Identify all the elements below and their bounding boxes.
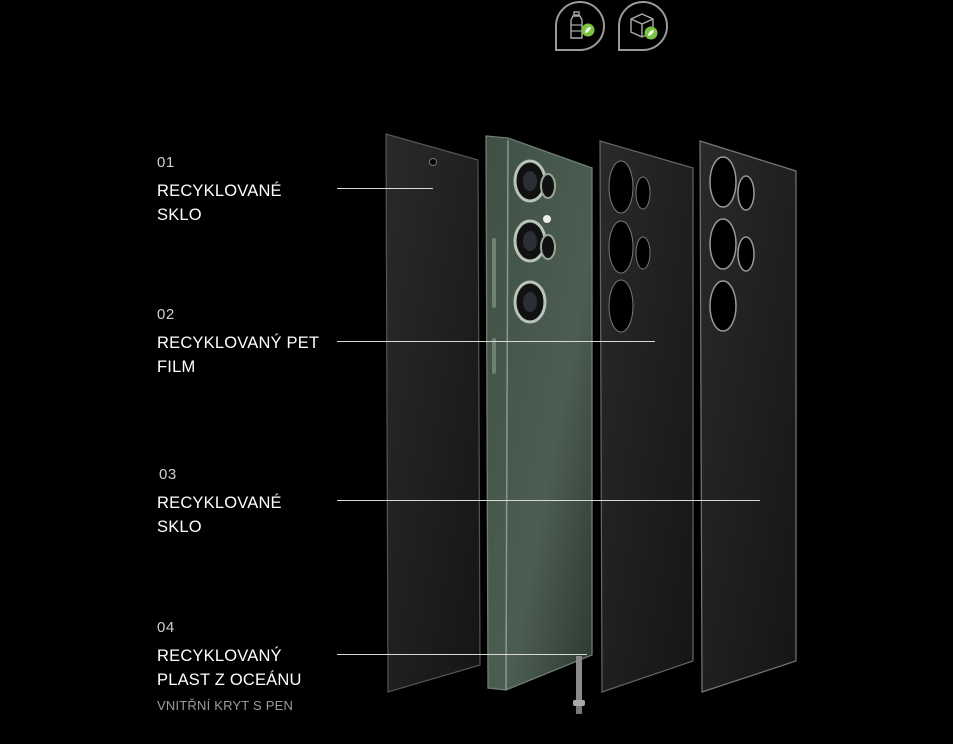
layer-label-04: 04 RECYKLOVANÝ PLAST Z OCEÁNU VNITŘNÍ KR…: [157, 619, 302, 713]
layer-title-line2: PLAST Z OCEÁNU: [157, 671, 302, 689]
recycled-box-icon: [630, 13, 658, 40]
layer-front-glass: [385, 133, 481, 693]
layer-phone-body: [485, 135, 593, 714]
camera-cluster: [513, 159, 556, 324]
layer-title-line1: RECYKLOVANÉ: [157, 182, 282, 200]
layer-label-03: 03 RECYKLOVANÉ SKLO: [157, 466, 282, 539]
badge-recycled-bottle: [555, 1, 605, 51]
s-pen: [573, 656, 585, 714]
layer-title-line2: FILM: [157, 358, 196, 376]
layer-title-line1: RECYKLOVANÝ: [157, 647, 282, 665]
layer-label-01: 01 RECYKLOVANÉ SKLO: [157, 154, 282, 227]
leader-line-04: [337, 654, 587, 655]
layer-subtitle: VNITŘNÍ KRYT S PEN: [157, 698, 294, 713]
layer-back-glass: [699, 140, 797, 693]
layer-label-02: 02 RECYKLOVANÝ PET FILM: [157, 306, 319, 379]
layer-number: 04: [157, 619, 175, 636]
leader-line-03: [337, 500, 760, 501]
layer-number: 03: [159, 466, 177, 483]
badge-recycled-box: [618, 1, 668, 51]
leader-line-02: [337, 341, 655, 342]
layer-title-line2: SKLO: [157, 206, 202, 224]
eco-badges: [555, 1, 668, 51]
layer-title-line2: SKLO: [157, 518, 202, 536]
leader-line-01: [337, 188, 433, 189]
layer-pet-film: [599, 140, 694, 693]
recycled-bottle-icon: [570, 11, 595, 39]
layer-number: 01: [157, 154, 175, 171]
layer-title-line1: RECYKLOVANÉ: [157, 494, 282, 512]
layer-title-line1: RECYKLOVANÝ PET: [157, 334, 320, 352]
layer-number: 02: [157, 306, 175, 323]
